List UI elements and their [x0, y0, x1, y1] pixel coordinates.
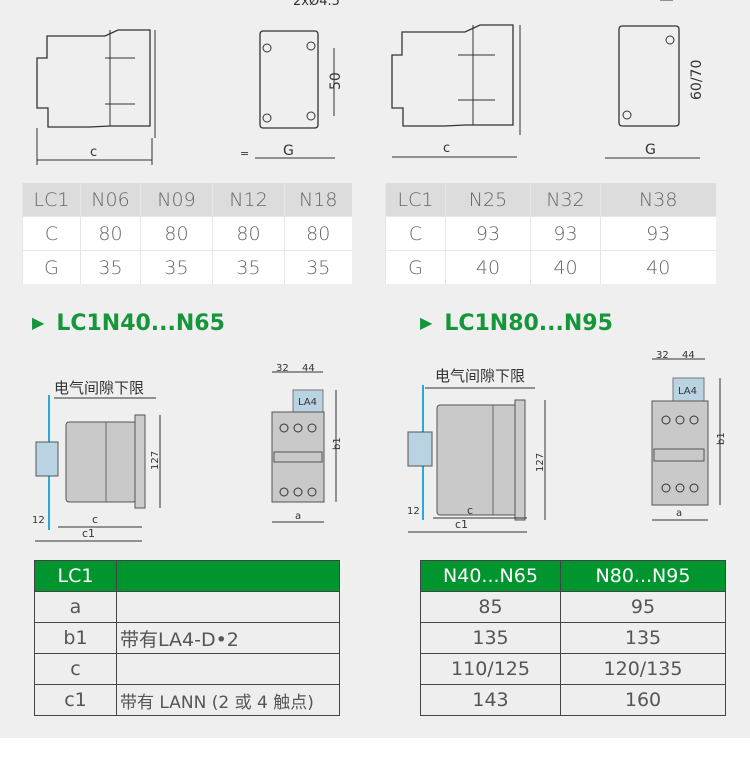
cell — [116, 653, 340, 685]
heading-text: LC1N80...N95 — [444, 311, 613, 336]
triangle-icon: ▶ — [420, 313, 433, 332]
dim-a-label: a — [295, 511, 301, 522]
section-heading-n80-n95: ▶ LC1N80...N95 — [420, 311, 613, 336]
th: N25 — [445, 183, 531, 217]
cell: G — [22, 250, 81, 284]
dim-c-label: c — [92, 513, 98, 526]
cell: 93 — [600, 216, 716, 251]
contactor-side-view-n80: 电气间隙下限 127 12 c c1 — [407, 367, 546, 533]
dim-c-label: c — [90, 145, 97, 160]
cell — [116, 591, 340, 623]
dim-12-label: 12 — [407, 506, 420, 517]
clearance-label: 电气间隙下限 — [54, 379, 144, 397]
dim-50-label: 50 — [328, 72, 344, 90]
dim-127-label: 127 — [150, 451, 161, 470]
dim-6070-label: 60/70 — [689, 60, 705, 100]
dim-c1-label: c1 — [455, 518, 468, 531]
contactor-side-view-small-2: c — [391, 24, 521, 158]
cell: 135 — [420, 622, 561, 654]
th: N38 — [600, 183, 716, 217]
th: N09 — [140, 183, 213, 217]
contactor-front-view-n80: 32 44 LA4 b1 a — [651, 350, 727, 521]
cell: b1 — [34, 622, 117, 654]
dim-32-label: 32 — [276, 363, 289, 374]
cell: 40 — [600, 250, 716, 284]
cell: 80 — [212, 216, 285, 251]
th: N12 — [212, 183, 285, 217]
dim-a-label: a — [676, 508, 682, 519]
dim-127-label: 127 — [535, 453, 546, 472]
cell: 160 — [560, 684, 726, 716]
cell: a — [34, 591, 117, 623]
cell: 35 — [80, 250, 141, 284]
dim-b1-label: b1 — [716, 432, 727, 445]
cell: G — [385, 250, 446, 284]
cell: 35 — [284, 250, 352, 284]
dim-b1-label: b1 — [332, 437, 343, 450]
cell: 35 — [140, 250, 213, 284]
dim-32-label: 32 — [656, 350, 669, 361]
th: N80...N95 — [560, 560, 726, 592]
clearance-label: 电气间隙下限 — [435, 367, 525, 385]
dim-c1-label: c1 — [82, 527, 95, 540]
cell: 80 — [140, 216, 213, 251]
dim-44-label: 44 — [302, 363, 315, 374]
cell: 135 — [560, 622, 726, 654]
dim-44-label: 44 — [682, 350, 695, 361]
th: LC1 — [34, 560, 117, 592]
heading-text: LC1N40...N65 — [56, 311, 225, 336]
la4-label: LA4 — [298, 397, 317, 408]
cell: 93 — [445, 216, 531, 251]
th: N32 — [530, 183, 601, 217]
th — [116, 560, 340, 592]
cell: 143 — [420, 684, 561, 716]
contactor-side-view-n40: 电气间隙下限 127 12 c c1 — [32, 379, 161, 542]
dim-12-label: 12 — [32, 515, 45, 526]
cell: 110/125 — [420, 653, 561, 685]
la4-label: LA4 — [678, 386, 697, 397]
cell: 80 — [80, 216, 141, 251]
cell: 85 — [420, 591, 561, 623]
contactor-front-view-small-1: 2xØ4.5 50 G = — [240, 0, 344, 160]
cell: C — [385, 216, 446, 251]
hole-label: 2xØ4.5 — [293, 0, 340, 9]
th: N40...N65 — [420, 560, 561, 592]
th: N18 — [284, 183, 352, 217]
dim-c-label: c — [443, 141, 450, 156]
contactor-front-view-small-2: 60/70 G — [605, 0, 705, 159]
cell: 35 — [212, 250, 285, 284]
th: LC1 — [385, 183, 446, 217]
th: N06 — [80, 183, 141, 217]
cell: c — [34, 653, 117, 685]
dim-c-label: c — [467, 504, 473, 517]
cell: 40 — [445, 250, 531, 284]
cell: 93 — [530, 216, 601, 251]
cell: C — [22, 216, 81, 251]
cell: 95 — [560, 591, 726, 623]
dim-g-label: G — [283, 143, 294, 159]
cell: c1 — [34, 684, 117, 716]
triangle-icon: ▶ — [32, 313, 45, 332]
cell: 80 — [284, 216, 352, 251]
eq-label: = — [240, 147, 249, 160]
cell: 120/135 — [560, 653, 726, 685]
bottom-band — [0, 738, 750, 763]
cell: 带有LA4-D•2 — [116, 622, 340, 654]
cell: 40 — [530, 250, 601, 284]
contactor-side-view-small-1: c — [36, 29, 156, 165]
cell: 带有 LANN (2 或 4 触点) — [116, 684, 340, 716]
section-heading-n40-n65: ▶ LC1N40...N65 — [32, 311, 225, 336]
th: LC1 — [22, 183, 81, 217]
dim-g-label: G — [645, 142, 656, 158]
contactor-front-view-n40: 32 44 LA4 b1 a — [271, 363, 343, 523]
